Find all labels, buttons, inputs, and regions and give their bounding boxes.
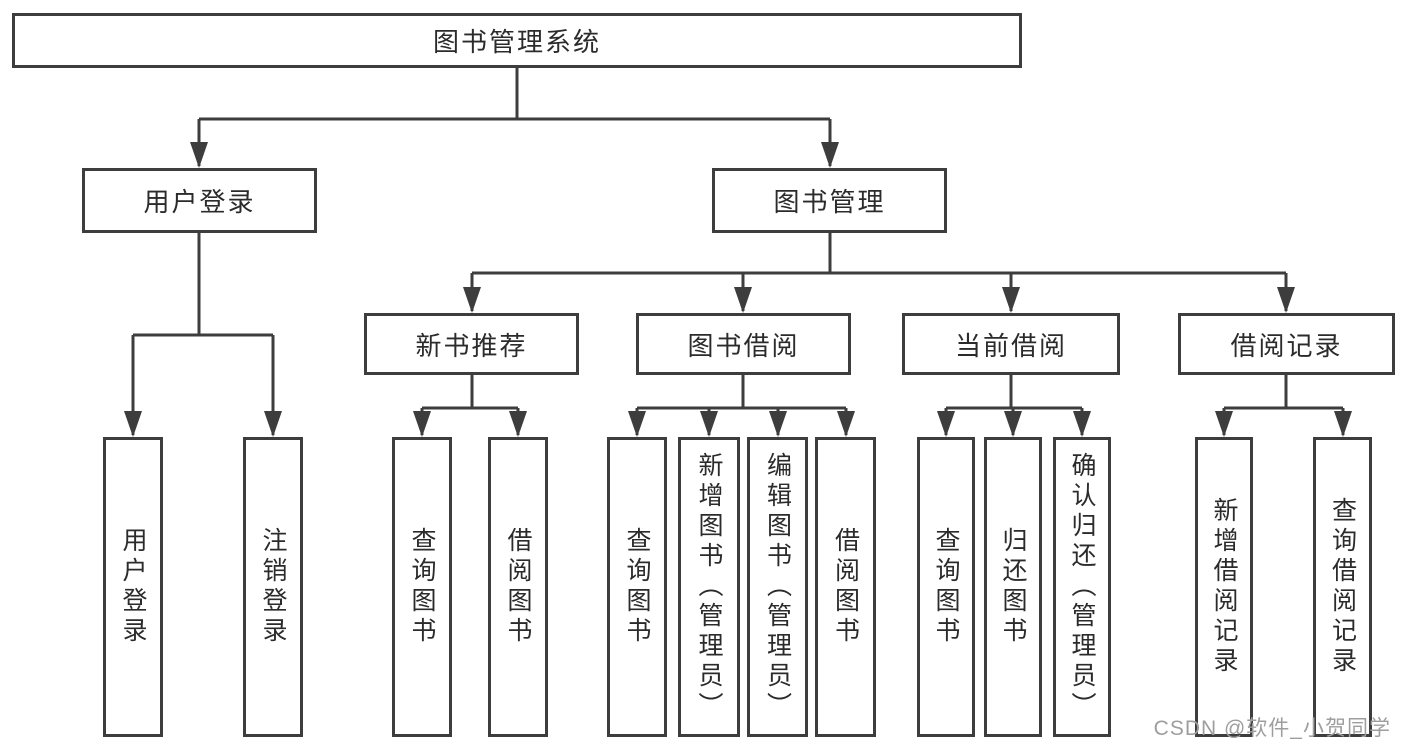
leaf-borrow-books-recommend: 借阅图书 xyxy=(488,437,548,737)
node-borrow-records: 借阅记录 xyxy=(1178,313,1395,375)
node-user-login: 用户登录 xyxy=(82,168,317,233)
leaf-add-book-admin: 新增图书（管理员） xyxy=(678,437,740,737)
leaf-query-books-recommend: 查询图书 xyxy=(392,437,452,737)
arrowheads xyxy=(124,142,1352,437)
leaf-edit-book-admin: 编辑图书（管理员） xyxy=(747,437,808,737)
leaf-user-login: 用户登录 xyxy=(103,437,163,737)
node-book-borrow: 图书借阅 xyxy=(636,313,851,375)
leaf-query-borrow-record: 查询借阅记录 xyxy=(1313,437,1372,737)
node-root: 图书管理系统 xyxy=(12,13,1022,68)
leaf-confirm-return-admin: 确认归还（管理员） xyxy=(1053,437,1111,737)
node-book-management: 图书管理 xyxy=(712,168,947,233)
csdn-watermark: CSDN @软件_小贺同学 xyxy=(1153,717,1391,740)
leaf-query-books-current: 查询图书 xyxy=(917,437,975,737)
leaf-return-book: 归还图书 xyxy=(984,437,1042,737)
leaf-logout: 注销登录 xyxy=(243,437,303,737)
node-current-borrow: 当前借阅 xyxy=(902,313,1120,375)
node-new-book-recommend: 新书推荐 xyxy=(364,313,579,375)
leaf-add-borrow-record: 新增借阅记录 xyxy=(1195,437,1253,737)
leaf-borrow-books-borrow: 借阅图书 xyxy=(815,437,876,737)
leaf-query-books-borrow: 查询图书 xyxy=(607,437,667,737)
